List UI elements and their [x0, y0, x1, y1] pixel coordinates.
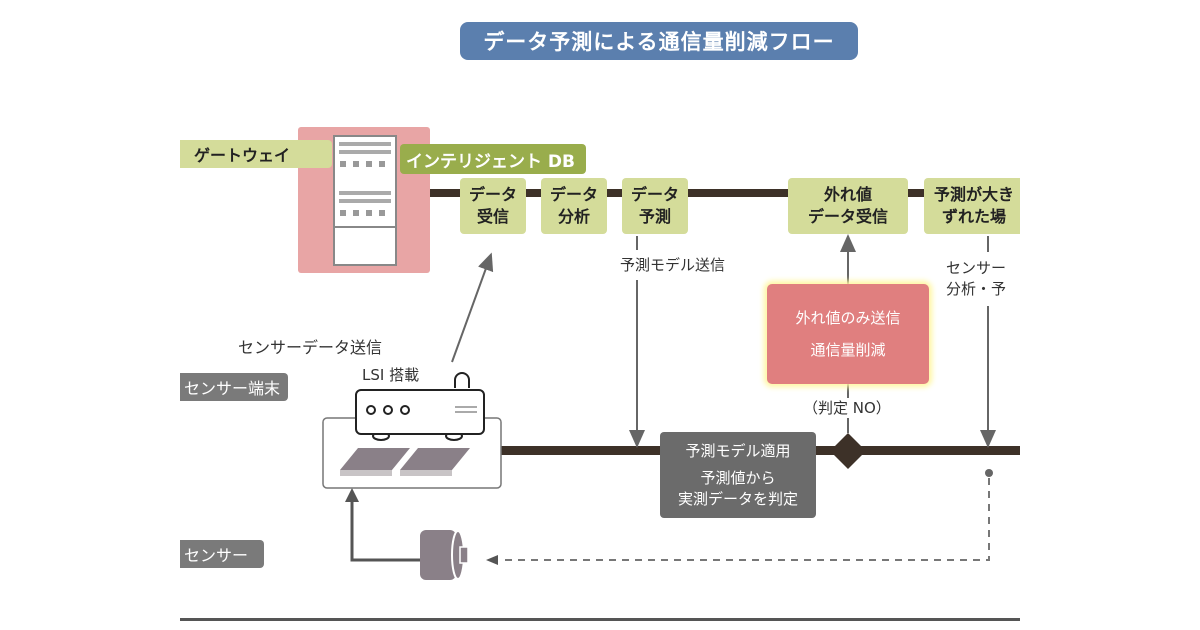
- diagram-connectors: [180, 127, 1020, 621]
- reanalysis-line: センサー: [946, 259, 1007, 277]
- step-line: データ: [630, 185, 679, 204]
- model-box-line: 予測値から: [700, 468, 776, 487]
- outlier-box-line: 通信量削減: [810, 341, 886, 359]
- judge-no-label: （判定 NO）: [803, 399, 891, 417]
- feedback-arrowhead: [486, 555, 498, 565]
- step-line: 分析: [557, 207, 590, 226]
- diagram-title: データ予測による通信量削減フロー: [460, 22, 858, 60]
- reanalysis-line: 分析・予: [946, 280, 1007, 298]
- step-line: 予測: [638, 207, 671, 226]
- lane-label-sensor: センサー: [180, 540, 264, 568]
- step-line: 外れ値: [823, 185, 872, 204]
- gateway-flow-line: [430, 189, 1020, 197]
- sensor-up-arrowhead: [345, 488, 359, 502]
- sensor-up-line: [350, 500, 420, 562]
- step-data-prediction: データ 予測: [622, 178, 688, 234]
- step-line: データ: [549, 185, 598, 204]
- step-line: ずれた場: [942, 207, 1007, 226]
- intelligent-db-tag: インテリジェント DB: [400, 144, 586, 174]
- decision-diamond: [830, 433, 866, 469]
- step-line: データ受信: [807, 207, 888, 226]
- lane-label-sensor-terminal: センサー端末: [180, 373, 288, 401]
- lane-label-gateway: ゲートウェイ: [180, 140, 332, 168]
- step-data-analysis: データ 分析: [541, 178, 607, 234]
- lsi-chip-icon: [340, 448, 470, 476]
- model-send-label: 予測モデル送信: [620, 256, 726, 274]
- step-line: 予測が大き: [934, 185, 1015, 204]
- reanalysis-label: センサー 分析・予: [946, 258, 1006, 300]
- outlier-box-line: 外れ値のみ送信: [795, 309, 901, 327]
- feedback-dashed-line: [500, 478, 990, 561]
- sensor-data-arrow: [451, 252, 494, 363]
- bottom-rule: [180, 618, 1020, 621]
- step-data-receive: データ 受信: [460, 178, 526, 234]
- model-box-heading: 予測モデル適用: [685, 441, 791, 460]
- sensor-icon: [420, 530, 469, 580]
- diagram-canvas: データ予測による通信量削減フロー ゲートウェイ センサー端末 センサー インテリ…: [180, 22, 1020, 621]
- prediction-model-box: 予測モデル適用 予測値から 実測データを判定: [660, 432, 816, 518]
- step-large-deviation: 予測が大き ずれた場: [924, 178, 1020, 234]
- router-icon: [355, 372, 485, 441]
- model-box-line: 実測データを判定: [677, 489, 798, 508]
- step-line: 受信: [476, 207, 509, 226]
- lsi-label: LSI 搭載: [362, 366, 420, 384]
- sensor-data-send-label: センサーデータ送信: [238, 338, 383, 357]
- server-rack-icon: [333, 135, 397, 266]
- feedback-start-dot: [985, 469, 993, 477]
- step-outlier-receive: 外れ値 データ受信: [788, 178, 908, 234]
- outlier-only-send-box: 外れ値のみ送信 通信量削減: [767, 284, 929, 384]
- step-line: データ: [468, 185, 517, 204]
